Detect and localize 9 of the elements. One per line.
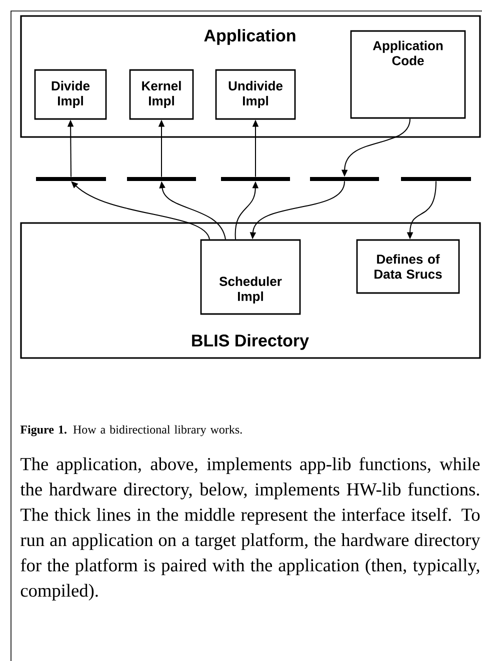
code-box: Application Code	[350, 30, 466, 119]
body-text: The application, above, implements app-lib functions, while the hardware directory, below, implements HW-lib functions. The thick lines in the middle represent the interface itself. To run an application on a target platform, the hardware directory for the platform is paired with the application (then, typically, compiled).	[20, 457, 480, 600]
scheduler-box: Scheduler Impl	[200, 239, 301, 315]
caption: Figure 1. How a bidirectional library works.	[20, 425, 242, 436]
interface-bar	[401, 177, 471, 181]
impl-box: Undivide Impl	[215, 69, 296, 120]
impl-box: Divide Impl	[34, 69, 107, 120]
impl-box: Kernel Impl	[129, 69, 194, 120]
definitions-box: Defines of Data Srucs	[356, 239, 460, 294]
